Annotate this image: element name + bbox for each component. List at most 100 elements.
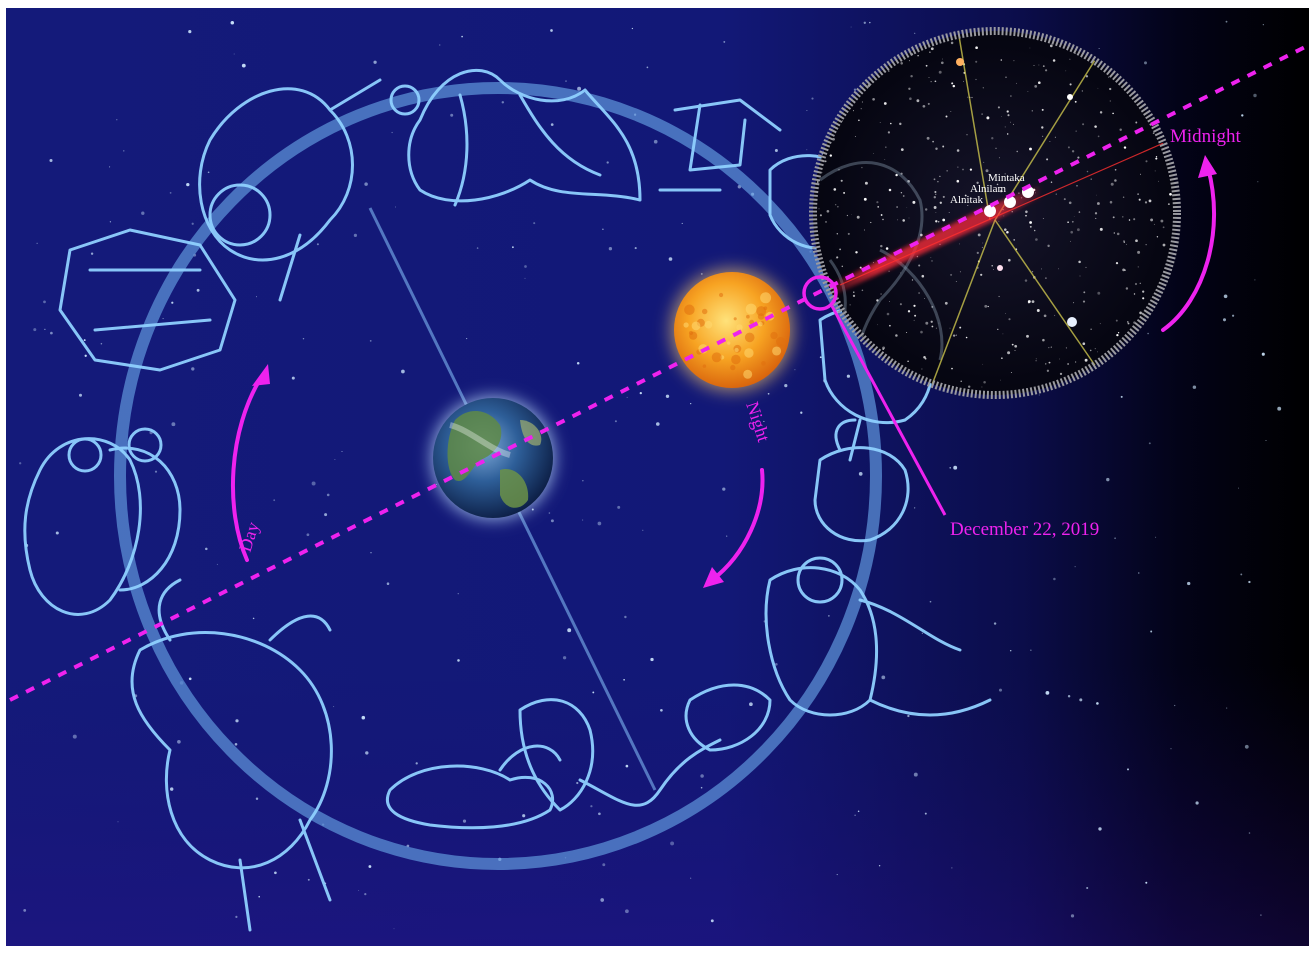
inset-star [1112, 112, 1114, 115]
background-star [600, 898, 605, 902]
background-star [784, 383, 788, 388]
night-arrowhead-icon [703, 567, 724, 588]
inset-star [1067, 146, 1070, 149]
sun-granule [701, 308, 708, 315]
inset-star [1145, 160, 1148, 163]
inset-star [1063, 198, 1066, 201]
background-star [767, 392, 770, 395]
inset-star [983, 381, 986, 384]
inset-star [1122, 196, 1125, 198]
inset-star [1097, 135, 1100, 138]
background-star [334, 458, 336, 461]
inset-star [1055, 193, 1057, 195]
inset-star [1033, 229, 1036, 232]
background-star [234, 742, 238, 746]
inset-star [959, 326, 962, 329]
background-star [154, 470, 158, 473]
sun-granule [763, 306, 768, 311]
background-star [311, 481, 316, 486]
inset-star [838, 168, 840, 171]
inset-star [821, 172, 823, 174]
background-star [550, 123, 554, 126]
inset-star [1167, 203, 1170, 206]
inset-star [985, 169, 989, 173]
background-star [1265, 439, 1267, 441]
inset-star [1073, 302, 1075, 304]
inset-star [997, 328, 999, 331]
inset-star [971, 96, 973, 99]
sun-granule [776, 336, 786, 347]
inset-star [1110, 182, 1114, 186]
inset-star [859, 266, 862, 269]
inset-star [916, 99, 920, 103]
inset-star [1070, 230, 1073, 234]
inset-star [1071, 220, 1074, 223]
background-star [690, 877, 692, 879]
background-star [233, 53, 235, 55]
background-star [700, 786, 703, 789]
inset-star [940, 61, 944, 65]
inset-star [1006, 230, 1009, 234]
inset-star [840, 179, 843, 182]
inset-star [933, 196, 936, 199]
background-star [373, 60, 377, 64]
background-star [393, 928, 395, 930]
background-star [353, 233, 357, 237]
background-star [1114, 537, 1116, 540]
inset-star [1049, 141, 1051, 142]
background-star [626, 396, 628, 398]
inset-star [1115, 261, 1119, 265]
background-star [921, 632, 923, 634]
day-arrowhead-icon [252, 364, 270, 386]
background-star [1138, 572, 1140, 574]
background-star [914, 32, 916, 34]
background-star [1070, 914, 1075, 918]
background-star [665, 394, 670, 398]
background-star [524, 265, 527, 268]
background-star [582, 519, 584, 521]
background-star [548, 512, 551, 514]
inset-star [872, 153, 874, 154]
inset-star [1085, 266, 1087, 268]
inset-star [955, 281, 957, 283]
background-stars [19, 20, 1282, 930]
background-star [191, 367, 195, 371]
inset-star [1089, 349, 1092, 352]
inset-star [998, 157, 1000, 159]
inset-star [861, 289, 864, 292]
inset-star [852, 294, 856, 298]
background-star [230, 20, 235, 25]
background-star [710, 919, 714, 923]
background-star [914, 507, 916, 509]
inset-star [1155, 157, 1158, 160]
inset-star [896, 206, 898, 208]
sun-granule [704, 320, 713, 329]
background-star [84, 354, 87, 357]
earth-continent-europe [520, 420, 542, 446]
inset-star [1086, 170, 1089, 173]
inset-star [1025, 210, 1028, 214]
background-star [606, 161, 609, 164]
inset-star [927, 102, 930, 105]
sun-granule [760, 292, 772, 304]
background-star [476, 247, 479, 249]
inset-star [1000, 116, 1002, 117]
background-star [774, 662, 778, 666]
inset-star [981, 113, 983, 115]
background-star [44, 328, 46, 331]
libra-constellation [658, 98, 782, 192]
background-star [274, 871, 277, 875]
background-star [461, 35, 463, 38]
inset-star [877, 324, 879, 326]
inset-star [882, 346, 886, 350]
inset-line-3 [929, 219, 996, 391]
inset-star [976, 251, 979, 255]
inset-star [879, 121, 881, 123]
background-star [186, 182, 190, 187]
inset-star [998, 220, 1000, 222]
inset-star [837, 206, 839, 208]
inset-star [1139, 173, 1142, 175]
inset-star [937, 180, 939, 183]
